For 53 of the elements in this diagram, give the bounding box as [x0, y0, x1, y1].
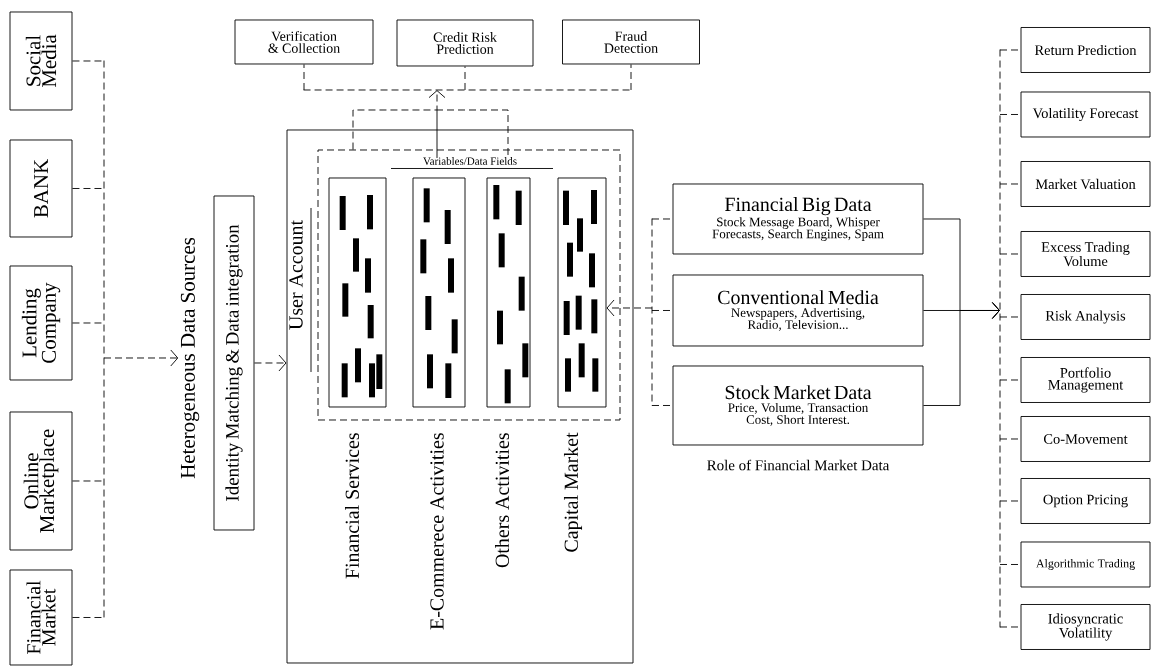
connector-line: [464, 66, 466, 91]
connector-line: [999, 379, 1021, 381]
connector-line: [999, 114, 1021, 115]
arrow: [103, 349, 179, 367]
application-box: Market Valuation: [1020, 161, 1151, 207]
source-box: Lending Company: [9, 265, 73, 381]
source-box: Financial Market: [9, 569, 73, 666]
connector-line: [651, 218, 673, 220]
bus-line: [103, 60, 105, 618]
connector-line: [651, 310, 673, 311]
connector-line: [303, 64, 305, 91]
data-box: Stock Market Data Price, Volume, Transaction Cost, Short Interest.: [672, 365, 924, 446]
bus-line: [999, 49, 1001, 628]
column-label: Others Activities: [495, 433, 509, 568]
application-box: Volatility Forecast: [1020, 91, 1151, 138]
application-box: Excess Trading Volume: [1020, 231, 1151, 277]
dashed-group-box: Variables/Data Fields: [317, 149, 621, 421]
arrow: [352, 90, 446, 150]
source-box: Social Media: [9, 11, 73, 111]
connector-line: [999, 626, 1021, 628]
process-box: Identity Matching & Data integration: [213, 195, 255, 531]
application-box: Risk Analysis: [1020, 294, 1151, 340]
caption: Role of Financial Market Data: [707, 459, 890, 471]
application-box: Return Prediction: [1020, 27, 1151, 73]
column-label: Financial Services: [345, 433, 359, 579]
arrow: [254, 354, 287, 372]
connector-line: [999, 564, 1021, 565]
application-box: Co-Movement: [1020, 416, 1151, 462]
section-title: Heterogeneous Data Sources: [180, 237, 200, 479]
application-box: Portfolio Management: [1020, 357, 1151, 403]
column-label: Capital Market: [563, 432, 583, 552]
task-box: Verification & Collection: [234, 19, 374, 65]
connector-line: [630, 64, 632, 91]
application-box: Algorithmic Trading: [1020, 541, 1151, 588]
connector-line: [651, 405, 673, 406]
column-label: E-Commerece Activities: [430, 433, 444, 630]
source-box: BANK: [9, 139, 73, 238]
source-box: Online Marketplace: [9, 411, 73, 551]
connector-line: [999, 49, 1021, 51]
arrow: [923, 302, 1000, 406]
application-box: Idiosyncratic Volatility: [1020, 604, 1151, 650]
task-box: Credit Risk Prediction: [396, 19, 534, 67]
connector-line: [999, 253, 1021, 255]
bus-line: [303, 89, 632, 91]
connector-line: [999, 438, 1021, 440]
connector-line: [999, 500, 1021, 502]
arrow: [606, 299, 653, 317]
data-box: Conventional Media Newspapers, Advertising, Radio, Television...: [672, 274, 924, 347]
task-box: Fraud Detection: [562, 19, 700, 65]
data-box: Financial Big Data Stock Message Board, Whisper Forecasts, Search Engines, Spam: [672, 183, 924, 255]
connector-line: [999, 316, 1021, 318]
application-box: Option Pricing: [1020, 478, 1151, 524]
connector-line: [999, 183, 1021, 185]
